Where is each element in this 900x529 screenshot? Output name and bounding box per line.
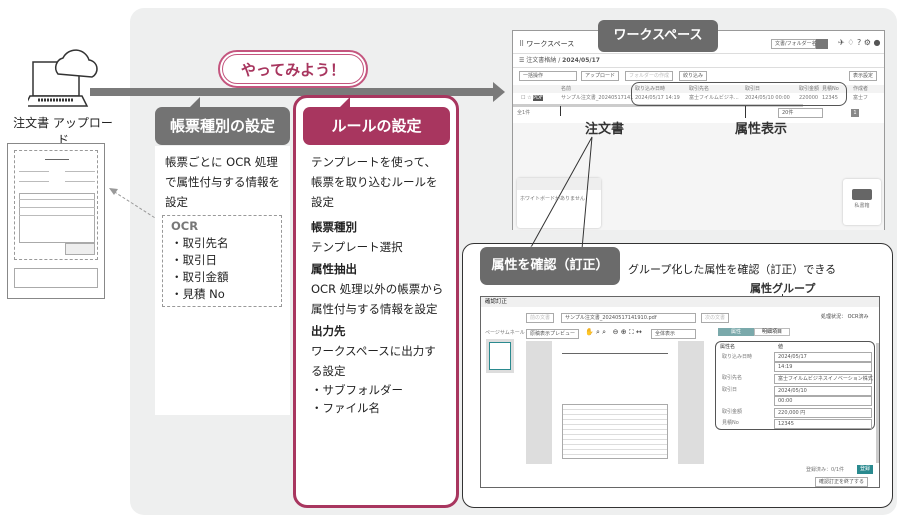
vertical-scrollbar[interactable] [876, 343, 879, 463]
column-header[interactable]: 作成者 [853, 86, 869, 92]
try-it-badge: やってみよう！ [218, 50, 368, 88]
rule-section-text: OCR 処理以外の帳票から属性付与する情報を設定 [311, 282, 444, 316]
mailbox-tray[interactable]: 私書箱 [843, 179, 881, 225]
rule-section-heading: 属性抽出 [311, 262, 357, 276]
ocr-item: ・見積 No [171, 287, 225, 301]
tab-notch [340, 97, 350, 107]
attribute-display-callout: 属性表示 [735, 122, 788, 137]
flow-arrow [90, 88, 495, 96]
rule-item: ・サブフォルダー [311, 383, 403, 397]
attr-head: 属性名 [720, 344, 736, 350]
page-button[interactable]: 1 [851, 109, 859, 117]
form-type-panel: 帳票ごとに OCR 処理で属性付与する情報を設定 [155, 146, 290, 415]
workspace-label: ワークスペース [598, 20, 718, 52]
table-row[interactable]: ☐ ☆ PDF サンプル注文書_20240517141 2024/05/17 1… [521, 95, 869, 101]
rule-section-text: ワークスペースに出力する設定 [311, 344, 436, 378]
column-header[interactable]: 取引先名 [689, 86, 710, 92]
rule-content: テンプレートを使って、 帳票を取り込むルールを設定 帳票種別 テンプレート選択 … [311, 152, 446, 417]
confirm-screenshot: 確認訂正 前の文書 サンプル注文書_20240517141910.pdf 次の文… [480, 296, 880, 488]
document-preview [526, 341, 704, 464]
confirm-desc: グループ化した属性を確認（訂正）できる [628, 263, 837, 276]
file-select[interactable]: サンプル注文書_20240517141910.pdf [561, 313, 696, 323]
table-header-band [513, 85, 884, 93]
rule-section-heading: 帳票種別 [311, 220, 357, 234]
column-header[interactable]: 取引金額 [799, 86, 820, 92]
next-doc-button[interactable]: 次の文書 [701, 313, 730, 323]
per-page-select[interactable]: 20件 [778, 108, 823, 118]
bulk-action-select[interactable]: 一括操作 [519, 71, 577, 81]
ocr-item: ・取引日 [171, 253, 217, 267]
rule-setting-tab: ルールの設定 [303, 107, 450, 145]
ocr-item: ・取引金額 [171, 270, 229, 284]
form-type-desc: 帳票ごとに OCR 処理で属性付与する情報を設定 [165, 155, 280, 209]
viewer-tool-icons[interactable]: ✋ ⌕ ⌕ ⊖ ⊕ ⛶ ↔ [585, 328, 642, 336]
page-thumbnail-label: ページサムネール [485, 330, 525, 336]
finish-confirm-button[interactable]: 確認訂正を終了する [815, 477, 869, 487]
attr-value-input[interactable]: 220,000 円 [774, 408, 872, 418]
attribute-group-label: 属性グループ [750, 282, 816, 295]
mailbox-icon [852, 189, 872, 200]
column-header[interactable]: 取引日 [745, 86, 761, 92]
rule-desc: テンプレートを使って、 帳票を取り込むルールを設定 [311, 155, 438, 209]
whiteboard-tray[interactable]: ホワイトボードがありません [517, 178, 601, 228]
attr-name: 取引先名 [722, 375, 743, 381]
breadcrumb[interactable]: ☰ 注文書格納 / 2024/05/17 [519, 57, 600, 64]
display-settings-button[interactable]: 表示設定 [849, 71, 878, 81]
attribute-group: 属性名 値 取り込み日時 2024/05/17 14:19 取引先名 富士フイル… [715, 341, 875, 430]
ocr-box: OCR ・取引先名 ・取引日 ・取引金額 ・見積 No [162, 215, 282, 307]
column-header[interactable]: 名前 [561, 86, 572, 92]
page-thumbnail[interactable] [486, 339, 514, 373]
window-title: 確認訂正 [481, 297, 879, 307]
attr-name: 見積No [722, 420, 739, 426]
attr-head: 値 [778, 344, 784, 350]
tab-attributes[interactable]: 属性 [718, 328, 754, 336]
attribute-highlight [631, 82, 847, 106]
ocr-item: ・取引先名 [171, 236, 229, 250]
empty-tray-text: ホワイトボードがありません [520, 196, 585, 202]
register-button[interactable]: 登録 [857, 465, 873, 474]
search-input[interactable]: 文書/フォルダー名 [771, 39, 817, 49]
connector-dashed-arrow [109, 188, 164, 224]
attr-value-input[interactable]: 12345 [774, 419, 872, 429]
workspace-screenshot: ⠿ ワークスペース 文書/フォルダー名 ✈ ♢ ? ⚙ ● ☰ 注文書格納 / … [512, 30, 885, 230]
attr-value-input[interactable]: 2024/05/10 [774, 386, 872, 396]
confirm-tab: 属性を確認（訂正） [480, 247, 620, 285]
order-doc-callout: 注文書 [585, 122, 625, 137]
preview-button[interactable]: 原稿表示プレビュー [526, 329, 580, 339]
rule-section-text: テンプレート選択 [311, 240, 403, 254]
column-header[interactable]: 取り込み日時 [635, 86, 666, 92]
rule-item: ・ファイル名 [311, 401, 380, 415]
attr-name: 取り込み日時 [722, 354, 753, 360]
attr-value-input[interactable]: 14:19 [774, 362, 872, 372]
registered-count: 登録済み：0/1件 [806, 467, 845, 473]
form-type-setting-tab: 帳票種別の設定 [155, 107, 290, 145]
rule-section-heading: 出力先 [311, 324, 346, 338]
tab-detail-items[interactable]: 明細項目 [754, 328, 790, 336]
attr-value-input[interactable]: 2024/05/17 [774, 352, 872, 362]
status-text: 処理状況： OCR済み [821, 314, 869, 320]
mailbox-label: 私書箱 [854, 203, 870, 209]
zoom-select[interactable]: 全体表示 [651, 329, 696, 339]
header-icons[interactable]: ✈ ♢ ? ⚙ ● [838, 38, 881, 47]
rule-setting-panel [293, 95, 459, 508]
upload-button[interactable]: アップロード [581, 71, 620, 81]
order-document-thumbnail [7, 143, 105, 299]
app-title: ⠿ ワークスペース [519, 40, 575, 48]
arrow-head-icon [493, 82, 505, 102]
item-count: 全1件 [517, 110, 531, 116]
attr-value-input[interactable]: 00:00 [774, 396, 872, 406]
laptop-cloud-icon [28, 49, 98, 107]
ocr-title: OCR [171, 219, 199, 233]
filter-button[interactable]: 絞り込み [679, 71, 708, 81]
attr-value-input[interactable]: 富士フイルムビジネスイノベーション株式 [774, 374, 873, 384]
tab-notch [190, 97, 200, 107]
column-header[interactable]: 見積No [822, 86, 839, 92]
attr-name: 取引日 [722, 387, 738, 393]
attr-name: 取引金額 [722, 409, 743, 415]
search-button[interactable] [816, 39, 828, 49]
prev-doc-button[interactable]: 前の文書 [526, 313, 555, 323]
create-folder-button[interactable]: フォルダーの作成 [625, 71, 674, 81]
